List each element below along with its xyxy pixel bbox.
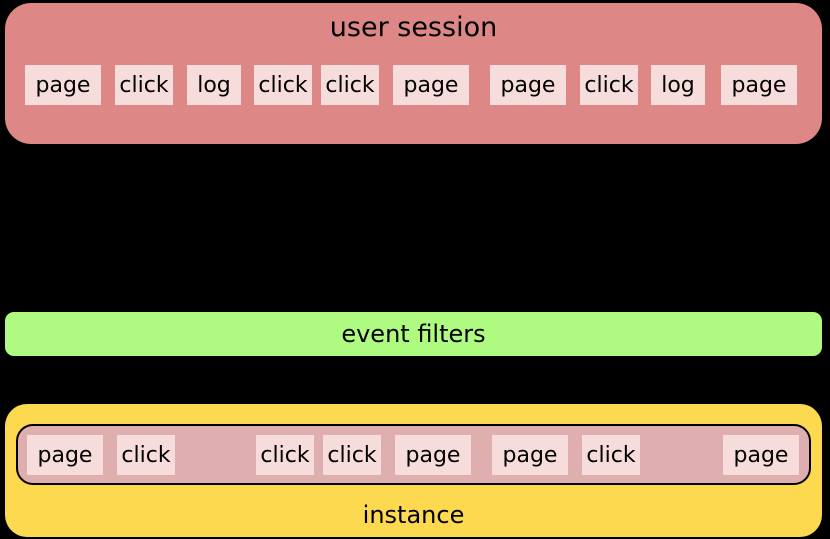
user-session-title: user session: [329, 12, 498, 43]
event-token-click: click: [115, 65, 173, 105]
event-token-page: page: [25, 65, 101, 105]
event-token-page: page: [393, 65, 469, 105]
event-token-click: click: [580, 65, 638, 105]
event-token-log: log: [651, 65, 705, 105]
event-filters-title: event filters: [341, 320, 486, 348]
event-token-page: page: [723, 435, 799, 475]
event-token-click: click: [582, 435, 640, 475]
event-token-click: click: [117, 435, 175, 475]
instance-title: instance: [362, 501, 465, 529]
event-token-click: click: [321, 65, 379, 105]
event-token-click: click: [254, 65, 312, 105]
event-token-page: page: [721, 65, 797, 105]
event-token-page: page: [490, 65, 566, 105]
event-token-page: page: [27, 435, 103, 475]
event-token-log: log: [187, 65, 241, 105]
event-filters-box: event filters: [5, 312, 822, 356]
event-token-page: page: [395, 435, 471, 475]
event-token-click: click: [323, 435, 381, 475]
event-token-page: page: [492, 435, 568, 475]
event-token-click: click: [256, 435, 314, 475]
